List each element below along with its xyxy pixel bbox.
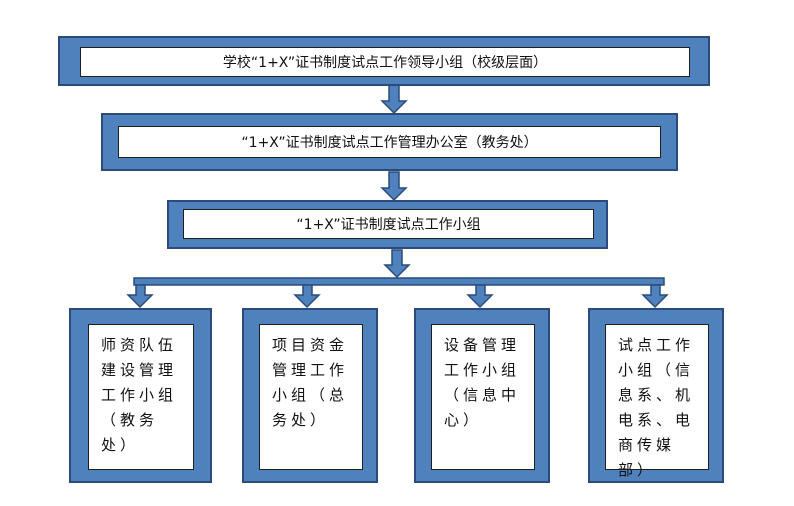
faculty-team-group-label: 师资队伍建设管理工作小组（教务处） [101,336,178,454]
horizontal-connector [133,277,665,286]
pilot-working-group-box: “1+X”证书制度试点工作小组 [183,209,594,239]
leadership-group-label: 学校“1+X”证书制度试点工作领导小组（校级层面） [222,55,548,71]
pilot-group-label: 试点工作小组（信息系、机电系、电商传媒部） [618,336,695,479]
equipment-group-frame: 设备管理工作小组（信息中心） [414,308,550,483]
project-funds-group-frame: 项目资金管理工作小组（总务处） [242,308,378,483]
equipment-group-label: 设备管理工作小组（信息中心） [444,336,521,429]
arrow-down-icon [383,249,411,279]
arrow-down-icon [466,284,494,309]
arrow-down-icon [380,171,408,202]
leadership-group-box: 学校“1+X”证书制度试点工作领导小组（校级层面） [80,47,690,77]
management-office-frame: “1+X”证书制度试点工作管理办公室（教务处） [101,113,678,171]
arrow-down-icon [380,84,408,115]
arrow-down-icon [641,284,669,309]
pilot-working-group-label: “1+X”证书制度试点工作小组 [296,217,481,233]
leadership-group-frame: 学校“1+X”证书制度试点工作领导小组（校级层面） [58,36,710,86]
pilot-group-frame: 试点工作小组（信息系、机电系、电商传媒部） [588,308,724,483]
pilot-working-group-frame: “1+X”证书制度试点工作小组 [167,200,608,249]
equipment-group-box: 设备管理工作小组（信息中心） [431,324,535,470]
management-office-box: “1+X”证书制度试点工作管理办公室（教务处） [118,126,661,158]
project-funds-group-label: 项目资金管理工作小组（总务处） [272,336,349,429]
management-office-label: “1+X”证书制度试点工作管理办公室（教务处） [241,135,538,151]
faculty-team-group-box: 师资队伍建设管理工作小组（教务处） [88,324,194,470]
arrow-down-icon [126,284,154,309]
arrow-down-icon [293,284,321,309]
pilot-group-box: 试点工作小组（信息系、机电系、电商传媒部） [605,324,709,479]
project-funds-group-box: 项目资金管理工作小组（总务处） [259,324,363,470]
faculty-team-group-frame: 师资队伍建设管理工作小组（教务处） [69,308,212,483]
